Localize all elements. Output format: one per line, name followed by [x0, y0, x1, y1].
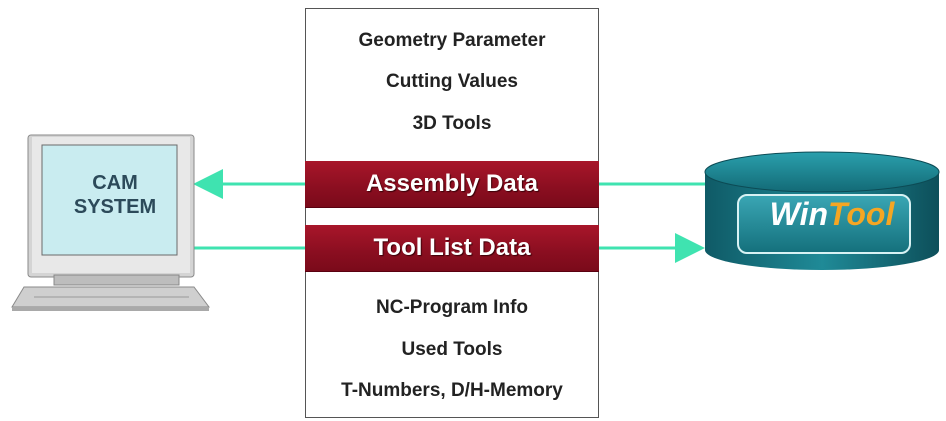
top-item-cutting: Cutting Values — [386, 71, 518, 92]
cam-label-line2: SYSTEM — [73, 196, 157, 218]
wintool-database-icon — [704, 151, 940, 270]
wintool-logo: WinTool — [752, 196, 912, 233]
assembly-data-band: Assembly Data — [305, 161, 599, 207]
assembly-data-label: Assembly Data — [365, 170, 539, 197]
wintool-part-win: Win — [769, 196, 828, 232]
tool-list-data-label: Tool List Data — [373, 234, 531, 261]
cam-label-line1: CAM — [92, 172, 138, 194]
bottom-item-usedtools: Used Tools — [401, 339, 503, 360]
top-item-3dtools: 3D Tools — [412, 113, 492, 134]
bottom-item-tnumbers: T-Numbers, D/H-Memory — [341, 380, 563, 401]
data-panel — [305, 8, 599, 418]
tool-list-data-band: Tool List Data — [305, 225, 599, 271]
cam-computer-icon — [11, 134, 210, 311]
wintool-part-tool: Tool — [828, 196, 895, 232]
top-item-geometry: Geometry Parameter — [358, 30, 546, 51]
bottom-item-ncprogram: NC-Program Info — [376, 297, 528, 318]
